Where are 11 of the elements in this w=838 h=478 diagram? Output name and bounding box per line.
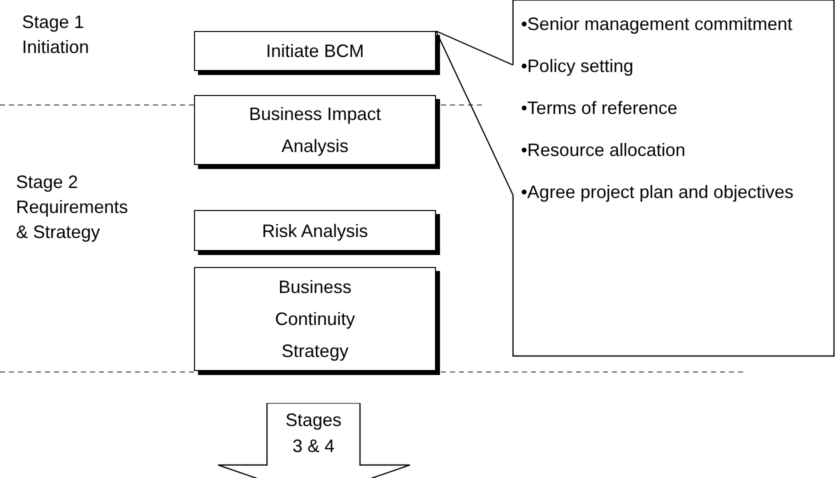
bullet-text: •Terms of reference	[521, 97, 678, 120]
bullet-text: •Agree project plan and objectives	[521, 181, 794, 204]
stage-label: Stage 1 Initiation	[22, 11, 90, 59]
bullet-text: •Resource allocation	[521, 139, 686, 162]
callout-pointer	[435, 30, 514, 196]
bullet-text: •Policy setting	[521, 55, 634, 78]
bullet-text: •Senior management commitment	[521, 13, 794, 36]
block-arrow	[218, 403, 410, 478]
stage-label: Stage 2 Requirements & Strategy	[16, 171, 130, 244]
callout-box	[513, 0, 834, 356]
arrow-label: Stages 3 & 4	[285, 410, 342, 456]
